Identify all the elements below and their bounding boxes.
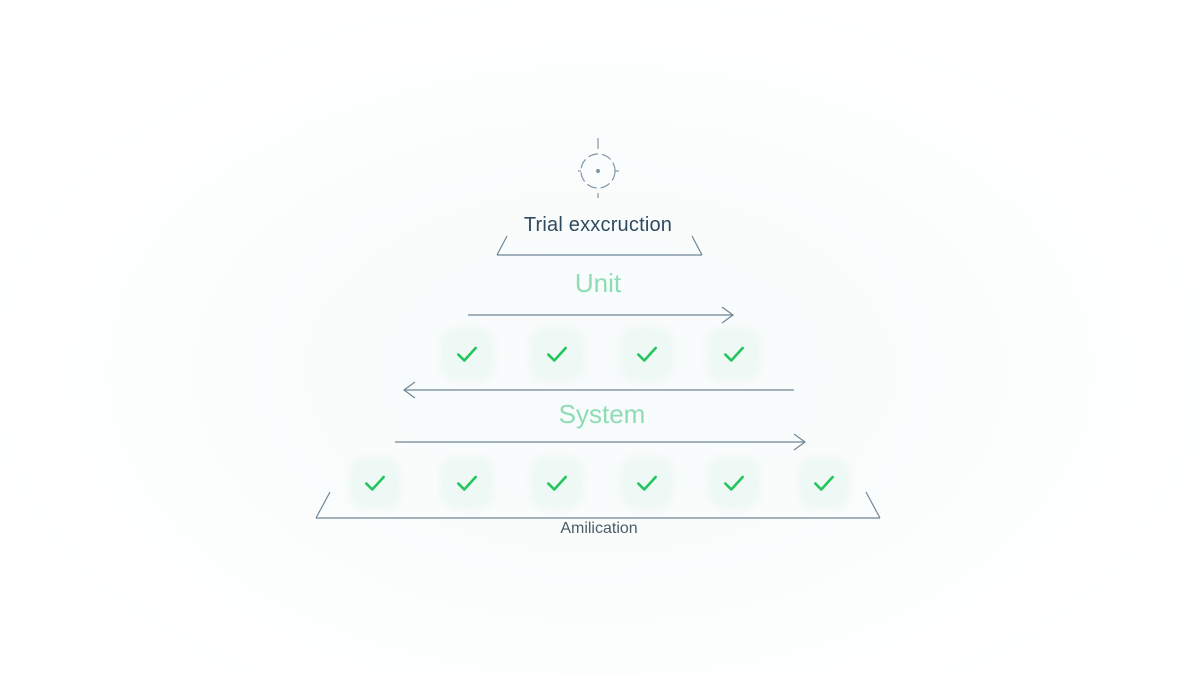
system-arrow-right [395,433,807,451]
tier-label-system: System [558,399,646,429]
unit-check-2 [536,333,578,375]
checkmark-icon [637,346,657,362]
tier-label-unit: Unit [574,268,622,298]
checkmark-icon [365,475,385,491]
system-check-1 [354,462,396,504]
unit-arrow-right [468,306,735,324]
top-label: Trial exxcruction [523,214,673,236]
unit-check-3 [626,333,668,375]
system-check-4 [626,462,668,504]
checkmark-icon [547,346,567,362]
system-check-5 [713,462,755,504]
checkmark-icon [547,475,567,491]
system-check-2 [446,462,488,504]
target-crosshair-icon [578,138,619,198]
checkmark-icon [457,346,477,362]
checkmark-icon [724,475,744,491]
checkmark-icon [457,475,477,491]
system-check-3 [536,462,578,504]
checkmark-icon [637,475,657,491]
unit-check-1 [446,333,488,375]
system-check-6 [803,462,845,504]
top-bracket [496,235,703,256]
base-label: Amilication [560,520,638,537]
unit-check-4 [713,333,755,375]
base-bracket [315,491,881,519]
checkmark-icon [724,346,744,362]
middle-arrow-left [402,381,794,399]
checkmark-icon [814,475,834,491]
